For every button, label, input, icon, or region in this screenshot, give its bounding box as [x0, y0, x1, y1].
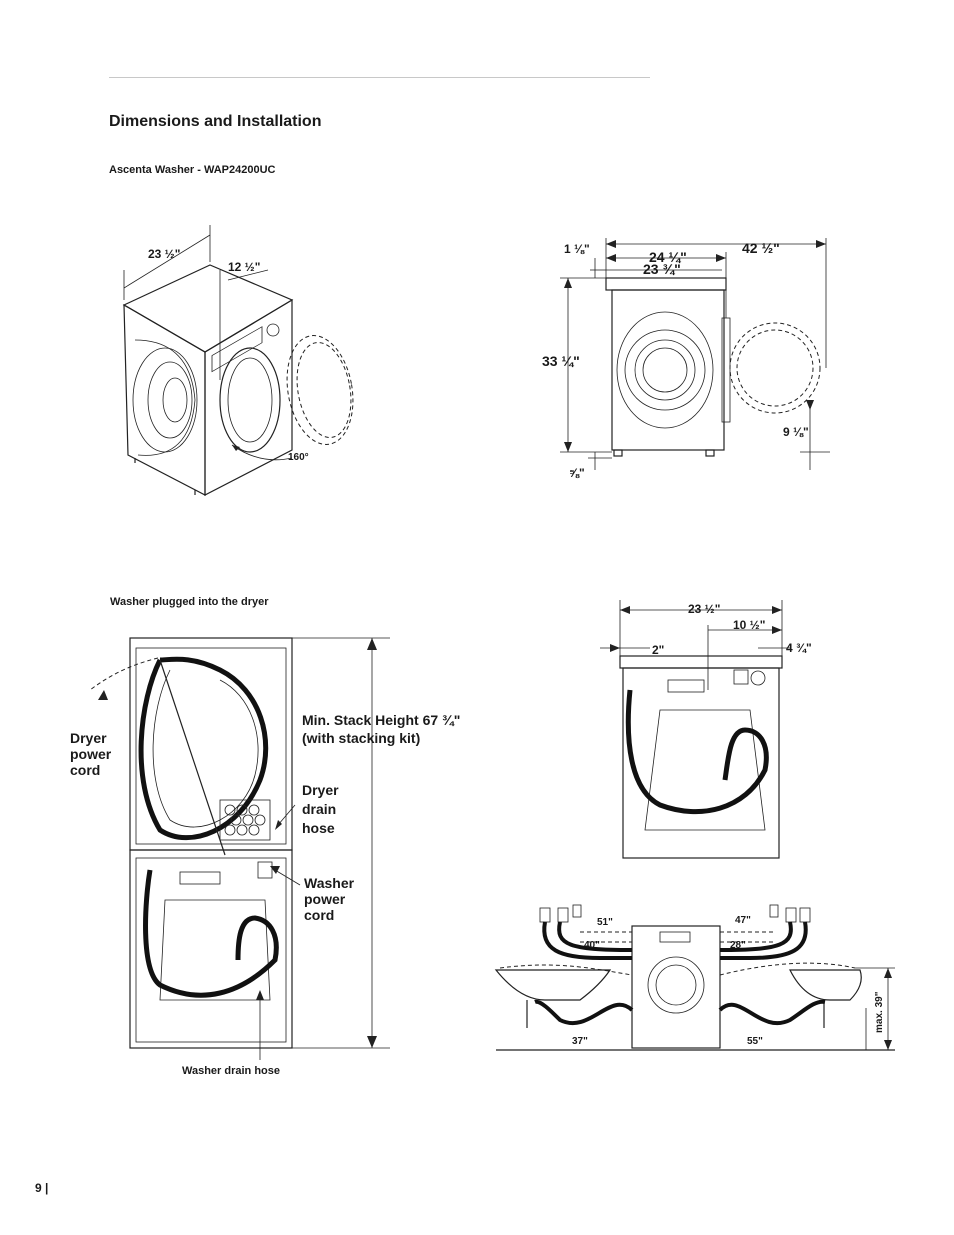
page-title: Dimensions and Installation	[109, 113, 322, 130]
label-rear-width: 23 ½"	[688, 602, 721, 616]
label-door-clearance: 9 ⅛"	[783, 425, 809, 439]
label-dryer-drain-hose: Dryer drain hose	[302, 782, 339, 836]
label-washer-drain-hose: Washer drain hose	[182, 1065, 281, 1077]
header-rule	[109, 77, 650, 78]
model-subtitle: Ascenta Washer - WAP24200UC	[109, 164, 276, 176]
label-stacking-kit: (with stacking kit)	[302, 730, 421, 746]
label-depth-1: 24 ¼"	[649, 249, 687, 265]
perspective-washer-drawing	[122, 225, 354, 496]
stack-caption: Washer plugged into the dryer	[110, 596, 269, 608]
label-min-stack-height: Min. Stack Height 67 ¾"	[302, 712, 461, 728]
label-hose-right-mid: 28"	[730, 940, 746, 951]
label-top-offset: 1 ⅛"	[564, 242, 590, 256]
hose-length-diagram	[494, 904, 895, 1051]
label-rear-half: 10 ½"	[733, 618, 766, 632]
label-total-depth: 42 ½"	[742, 240, 780, 256]
label-height: 33 ¼"	[542, 353, 580, 369]
label-hose-left-top: 51"	[597, 917, 613, 928]
label-max-height: max. 39"	[874, 991, 885, 1033]
label-hose-left-bottom: 37"	[572, 1036, 588, 1047]
label-depth: 23 ½"	[148, 247, 181, 261]
label-rear-right-offset: 4 ¾"	[786, 641, 812, 655]
label-washer-power-cord: Washer power cord	[304, 875, 355, 923]
stacked-units-drawing	[89, 637, 390, 1060]
label-hose-right-bottom: 55"	[747, 1036, 763, 1047]
label-depth-2: 23 ¾"	[643, 261, 681, 277]
label-rear-left-offset: 2"	[652, 643, 665, 657]
side-view-washer-drawing	[560, 238, 830, 470]
label-door-angle: 160°	[288, 452, 309, 463]
label-hose-left-mid: 40"	[584, 940, 600, 951]
label-top-depth: 12 ½"	[228, 260, 261, 274]
label-foot: ⅝"	[569, 466, 585, 480]
label-hose-right-top: 47"	[735, 915, 751, 926]
rear-view-washer-drawing	[600, 600, 790, 859]
label-dryer-power-cord: Dryer power cord	[70, 730, 112, 778]
page-number: 9 |	[35, 1181, 49, 1195]
